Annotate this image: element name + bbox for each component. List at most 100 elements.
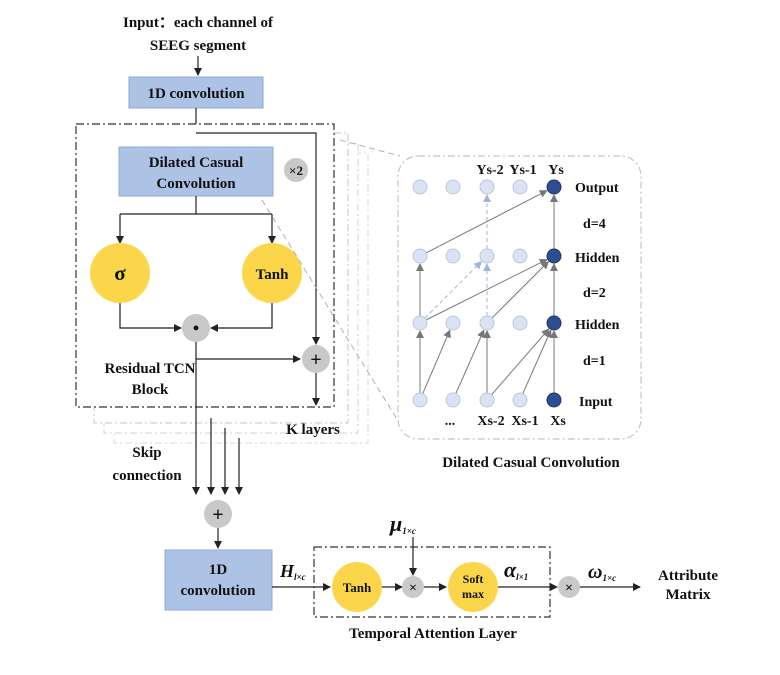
h-symbol: Hl×c — [279, 561, 306, 582]
softmax-node — [448, 562, 498, 612]
edge-h1-h2-f — [426, 259, 548, 321]
mu-sub: 1×c — [402, 526, 416, 536]
tcn-node-r2-c4 — [546, 248, 562, 264]
bottom-label-xs: Xs — [550, 414, 566, 429]
conv-bottom-label-l1: 1D — [209, 562, 228, 578]
top-label-ys1: Ys-1 — [509, 163, 536, 178]
mu-symbol: μ1×c — [389, 511, 416, 536]
tanh-gate — [242, 243, 302, 303]
dot-op-label: • — [193, 318, 199, 338]
row-label-hidden2: Hidden — [575, 318, 620, 333]
dilated-panel-frame — [397, 155, 642, 440]
bottom-label-xs1: Xs-1 — [511, 414, 538, 429]
arrow-sigma-to-dot — [119, 303, 182, 332]
residual-block-label-l1: Residual TCN — [105, 361, 196, 377]
tcn-node-r2-c2 — [479, 248, 495, 264]
merge-plus-label: + — [212, 504, 223, 526]
tcn-node-r3-c4 — [546, 179, 562, 195]
tcn-node-r2-c0 — [412, 248, 428, 264]
alpha-main: α — [504, 557, 517, 582]
times-op2-label: × — [565, 581, 573, 596]
tcn-node-r3-c2 — [479, 179, 495, 195]
attention-layer-frame — [313, 546, 551, 618]
d-label-4: d=4 — [583, 217, 606, 232]
dilated-network — [412, 179, 562, 408]
omega-sub: 1×c — [602, 573, 616, 583]
sigma-gate — [90, 243, 150, 303]
times2-label: ×2 — [289, 163, 303, 178]
residual-bypass-line — [196, 132, 320, 345]
bottom-label-xs2: Xs-2 — [477, 414, 504, 429]
plus-op-label: + — [310, 349, 321, 371]
tcn-node-r3-c1 — [445, 179, 461, 195]
alpha-sub: l×1 — [516, 572, 528, 582]
skip-label-l1: Skip — [132, 445, 161, 461]
attribute-matrix-l1: Attribute — [658, 568, 718, 584]
edge-h1-h2-d — [491, 260, 550, 319]
tcn-node-r1-c2 — [479, 315, 495, 331]
tcn-node-r0-c4 — [546, 392, 562, 408]
tanh-label: Tanh — [256, 267, 289, 283]
attention-tanh — [332, 562, 382, 612]
h-sub: l×c — [294, 572, 306, 582]
edge-in-h1-c — [455, 329, 485, 394]
alpha-symbol: αl×1 — [504, 557, 528, 582]
softmax-label-l2: max — [462, 587, 484, 601]
skip-merge-op — [204, 500, 232, 528]
conv-bottom-label-l2: convolution — [180, 583, 256, 599]
d-label-2: d=2 — [583, 286, 606, 301]
input-label-line1: Input：each channel of — [123, 15, 274, 31]
zoom-guide-lower — [261, 199, 401, 425]
k-layers-label: K layers — [286, 422, 340, 438]
times2-badge — [284, 158, 308, 182]
residual-block-label-l2: Block — [132, 382, 169, 398]
tcn-node-r2-c1 — [445, 248, 461, 264]
attribute-multiply-op — [558, 576, 580, 598]
tcn-node-r0-c3 — [512, 392, 528, 408]
tcn-node-r3-c3 — [512, 179, 528, 195]
edge-in-h1-e — [522, 329, 552, 394]
dilated-conv-box — [118, 146, 274, 197]
mu-main: μ — [389, 511, 402, 536]
dilated-panel-caption: Dilated Casual Convolution — [442, 455, 620, 471]
edge-h2-out-a — [425, 190, 548, 254]
edge-in-h1-a — [422, 329, 451, 394]
tcn-node-r0-c2 — [479, 392, 495, 408]
sigma-label: σ — [114, 261, 126, 285]
bottom-label-dots: ... — [445, 414, 456, 429]
row-label-output: Output — [575, 181, 619, 196]
elementwise-product-op — [182, 314, 210, 342]
zoom-guide-upper — [339, 139, 401, 157]
attribute-matrix-l2: Matrix — [666, 587, 711, 603]
row-label-input: Input — [579, 395, 613, 410]
times-op-label: × — [409, 581, 417, 596]
attention-layer-label: Temporal Attention Layer — [349, 626, 517, 642]
tcn-node-r1-c3 — [512, 315, 528, 331]
arrow-tanh-to-dot — [210, 303, 273, 332]
tcn-node-r0-c1 — [445, 392, 461, 408]
edge-in-h1-d — [491, 328, 550, 396]
conv-top-label: 1D convolution — [147, 86, 245, 102]
residual-add-op — [302, 345, 330, 373]
dilated-conv-label-l1: Dilated Casual — [149, 155, 244, 171]
tcn-node-r3-c0 — [412, 179, 428, 195]
tcn-node-r2-c3 — [512, 248, 528, 264]
dilated-conv-label-l2: Convolution — [156, 176, 236, 192]
conv-bottom-box — [164, 549, 273, 611]
tcn-node-r1-c1 — [445, 315, 461, 331]
input-label-line2: SEEG segment — [150, 38, 246, 54]
h-main: H — [279, 561, 295, 581]
tcn-node-r1-c0 — [412, 315, 428, 331]
edge-h1-h2-b — [424, 260, 483, 319]
top-label-ys: Ys — [548, 163, 564, 178]
skip-label-l2: connection — [112, 468, 182, 484]
d-label-1: d=1 — [583, 354, 606, 369]
omega-symbol: ω1×c — [588, 561, 616, 583]
softmax-label-l1: Soft — [463, 572, 484, 586]
attention-tanh-label: Tanh — [343, 580, 372, 595]
tcn-node-r1-c4 — [546, 315, 562, 331]
omega-main: ω — [588, 561, 602, 583]
attention-multiply-op — [402, 576, 424, 598]
